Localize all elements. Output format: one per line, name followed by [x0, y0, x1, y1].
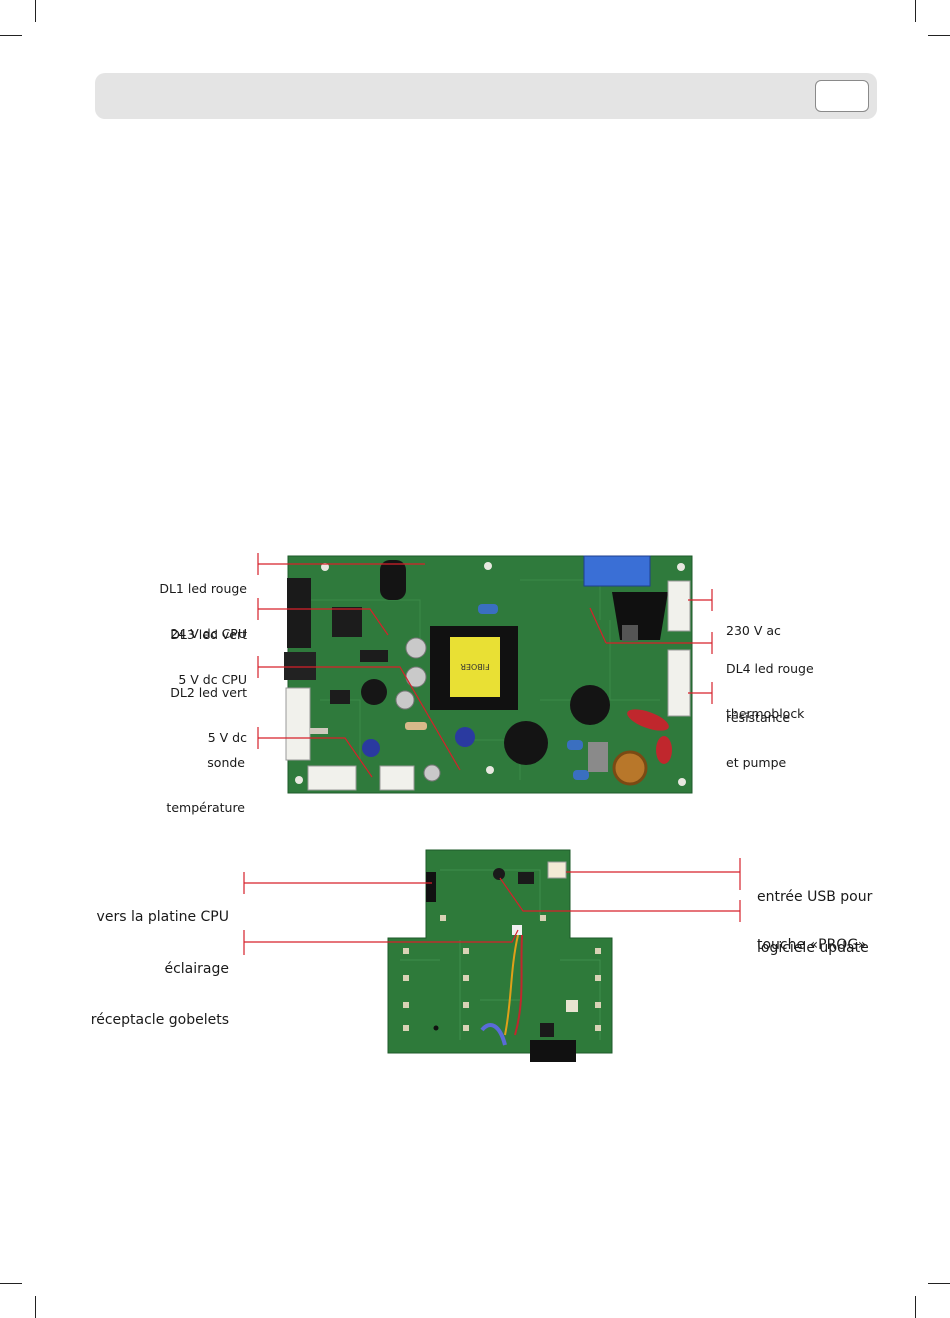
label-cpu: vers la platine CPU	[97, 875, 229, 943]
label-resistance: résistance et pumpe	[726, 680, 790, 785]
crop-mark	[928, 1283, 950, 1284]
label-line: 230 V ac	[726, 623, 781, 638]
crop-mark	[35, 1296, 36, 1318]
label-line: et pumpe	[726, 755, 787, 770]
crop-mark	[915, 1296, 916, 1318]
crop-mark	[0, 35, 22, 36]
usb-connector	[547, 861, 567, 879]
label-line: réceptacle gobelets	[90, 1012, 229, 1028]
crop-mark	[928, 35, 950, 36]
label-line: touche «PROG»	[757, 937, 867, 953]
label-line: 5 V dc	[207, 730, 247, 745]
connector	[285, 687, 311, 761]
label-230v: 230 V ac	[726, 593, 781, 653]
label-prog: touche «PROG»	[757, 903, 866, 971]
label-eclairage: éclairage réceptacle gobelets	[91, 927, 229, 1046]
ribbon-connector	[530, 1040, 576, 1062]
label-dl4: DL4 led rouge thermoblock	[726, 631, 814, 736]
label-dl1: DL1 led rouge 24 V dc CPU	[159, 551, 247, 656]
crop-mark	[915, 0, 916, 22]
label-line: DL2 led vert	[170, 685, 247, 700]
pcb-board	[387, 849, 613, 1054]
header-bar	[95, 73, 877, 119]
label-line: DL3 led vert	[170, 627, 247, 642]
connector	[287, 578, 311, 648]
buzzer	[361, 679, 387, 705]
crop-mark	[0, 1283, 22, 1284]
connector	[667, 649, 691, 717]
label-dl2: DL2 led vert 5 V dc	[170, 655, 247, 760]
relay	[583, 555, 651, 587]
connector	[307, 765, 357, 791]
connector	[667, 580, 691, 632]
label-line: sonde	[207, 755, 245, 770]
cpu-connector	[426, 872, 436, 902]
label-line: résistance	[726, 710, 791, 725]
label-sonde: sonde température	[166, 725, 245, 830]
label-line: température	[166, 800, 245, 815]
label-dl3: DL3 led vert 5 V dc CPU	[170, 597, 247, 702]
label-line: DL4 led rouge	[726, 661, 814, 676]
page-number-box	[815, 80, 869, 112]
electrolytic-capacitor	[504, 721, 548, 765]
label-line: thermoblock	[726, 706, 805, 721]
label-line: vers la platine CPU	[96, 909, 229, 925]
label-line: DL1 led rouge	[159, 581, 247, 596]
crop-mark	[35, 0, 36, 22]
label-line: entrée USB pour	[757, 889, 873, 905]
label-line: éclairage	[164, 961, 229, 977]
transformer-label: FIBOER	[460, 662, 490, 671]
electrolytic-capacitor	[570, 685, 610, 725]
inductor-coil	[612, 750, 648, 786]
label-line: 5 V dc CPU	[178, 672, 247, 687]
microcontroller	[332, 607, 362, 637]
label-usb: entrée USB pour logiciele update	[757, 855, 872, 974]
connector	[379, 765, 415, 791]
label-line: 24 V dc CPU	[170, 626, 247, 641]
rj-connector	[284, 652, 316, 680]
label-line: logiciele update	[757, 940, 869, 956]
prog-button	[493, 868, 505, 880]
